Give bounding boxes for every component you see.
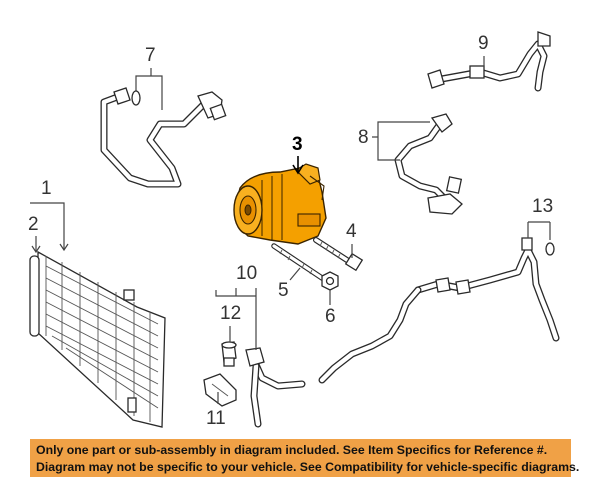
line-9 <box>427 31 551 92</box>
callout-12: 12 <box>220 303 241 324</box>
hose-8 <box>394 113 463 215</box>
compressor <box>233 163 327 245</box>
callout-5: 5 <box>278 280 289 301</box>
bracket-11 <box>203 373 237 407</box>
callout-9: 9 <box>478 33 489 54</box>
disclaimer-line-2: Diagram may not be specific to your vehi… <box>36 459 580 474</box>
bolt-4 <box>313 237 364 272</box>
callout-2: 2 <box>28 214 39 235</box>
callout-10-group: 10 <box>215 263 257 350</box>
stud-5 <box>271 243 325 281</box>
callout-2-group: 2 <box>28 214 41 254</box>
callout-11-group: 11 <box>206 392 226 429</box>
callout-9-group: 9 <box>478 33 489 68</box>
callout-4-group: 4 <box>346 221 357 258</box>
callout-3-group: 3 <box>292 134 304 175</box>
callout-7-group: 7 <box>131 45 163 110</box>
callout-10: 10 <box>236 263 257 284</box>
callout-1-group: 1 <box>30 178 69 252</box>
callout-1: 1 <box>41 178 52 199</box>
disclaimer-line-1: Only one part or sub-assembly in diagram… <box>36 443 548 457</box>
callout-8: 8 <box>358 127 369 148</box>
callout-4: 4 <box>346 221 357 242</box>
callout-11: 11 <box>206 408 226 429</box>
callout-8-group: 8 <box>358 121 430 161</box>
callout-6-group: 6 <box>325 290 336 327</box>
condenser <box>29 250 166 428</box>
sensor-12 <box>221 341 237 367</box>
disclaimer-banner: Only one part or sub-assembly in diagram… <box>30 439 580 477</box>
line-10 <box>245 347 306 428</box>
callout-13: 13 <box>532 196 553 217</box>
parts-diagram: 1 2 3 4 5 <box>28 31 560 429</box>
hose-7 <box>100 87 227 188</box>
callout-6: 6 <box>325 306 336 327</box>
line-13 <box>318 237 560 384</box>
callout-12-group: 12 <box>220 303 241 342</box>
callout-3: 3 <box>292 134 303 155</box>
callout-7: 7 <box>145 45 156 66</box>
callout-13-group: 13 <box>527 196 555 256</box>
callout-5-group: 5 <box>278 267 301 301</box>
nut-6 <box>321 271 339 291</box>
